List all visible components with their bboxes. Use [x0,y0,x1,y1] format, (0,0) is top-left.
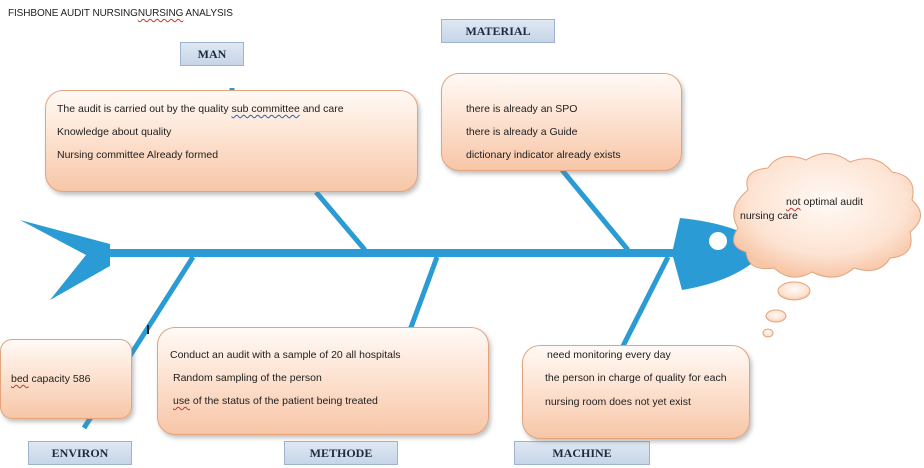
bone-machine [619,255,671,350]
fish-tail [20,220,110,300]
thought-cloud [733,153,921,278]
man-cause-1-text: The audit is carried out by the quality [57,103,232,115]
effect-line-2: nursing care [740,210,798,222]
title-main: FISHBONE AUDIT NURSING [8,8,138,19]
fish-spine [88,249,688,257]
machine-cause-box: need monitoring every day the person in … [522,345,750,439]
thought-bubble-3 [762,328,774,338]
bone-marker [147,325,149,334]
diagram-title: FISHBONE AUDIT NURSINGNURSING ANALYSIS [8,8,233,19]
material-cause-3: dictionary indicator already exists [466,149,621,161]
methode-cause-3: use of the status of the patient being t… [173,395,378,407]
category-material: MATERIAL [441,19,555,43]
methode-cause-box: Conduct an audit with a sample of 20 all… [157,327,489,435]
man-cause-1-tail: and care [299,103,344,115]
category-environ: ENVIRON [28,441,132,465]
methode-cause-2: Random sampling of the person [173,372,322,384]
effect-squiggle-word: not [786,196,801,208]
title-squiggle-word: NURSING [137,8,184,19]
environ-cause-1: bed capacity 586 [11,373,90,385]
effect-line-1-text: optimal audit [800,196,864,208]
environ-cause-1-squiggle: bed [11,373,29,385]
effect-line-1: not optimal audit [786,196,863,208]
methode-cause-3-squiggle: use [173,395,190,407]
man-cause-1: The audit is carried out by the quality … [57,103,344,115]
machine-cause-1: need monitoring every day [547,349,671,361]
title-rest: ANALYSIS [183,8,233,19]
thought-bubble-2 [765,309,787,323]
man-cause-1-squiggle: sub committee [231,103,300,115]
bone-methode [407,256,440,331]
material-cause-1: there is already an SPO [466,103,578,115]
category-man: MAN [180,42,244,66]
man-cause-2: Knowledge about quality [57,126,172,138]
man-cause-box: The audit is carried out by the quality … [45,90,418,192]
category-machine: MACHINE [514,441,650,465]
man-cause-3: Nursing committee Already formed [57,149,219,161]
bone-material [560,168,630,252]
machine-cause-3: nursing room does not yet exist [545,396,691,408]
methode-cause-3-text: of the status of the patient being treat… [189,395,378,407]
environ-cause-box: bed capacity 586 [0,339,132,419]
thought-bubble-1 [777,281,811,301]
material-cause-box: there is already an SPO there is already… [441,73,682,171]
environ-cause-1-text: capacity 586 [28,373,91,385]
bone-man-lower [314,190,367,252]
machine-cause-2: the person in charge of quality for each [545,372,727,384]
methode-cause-1: Conduct an audit with a sample of 20 all… [170,349,401,361]
category-methode: METHODE [284,441,398,465]
material-cause-2: there is already a Guide [466,126,578,138]
fish-eye [709,232,727,250]
